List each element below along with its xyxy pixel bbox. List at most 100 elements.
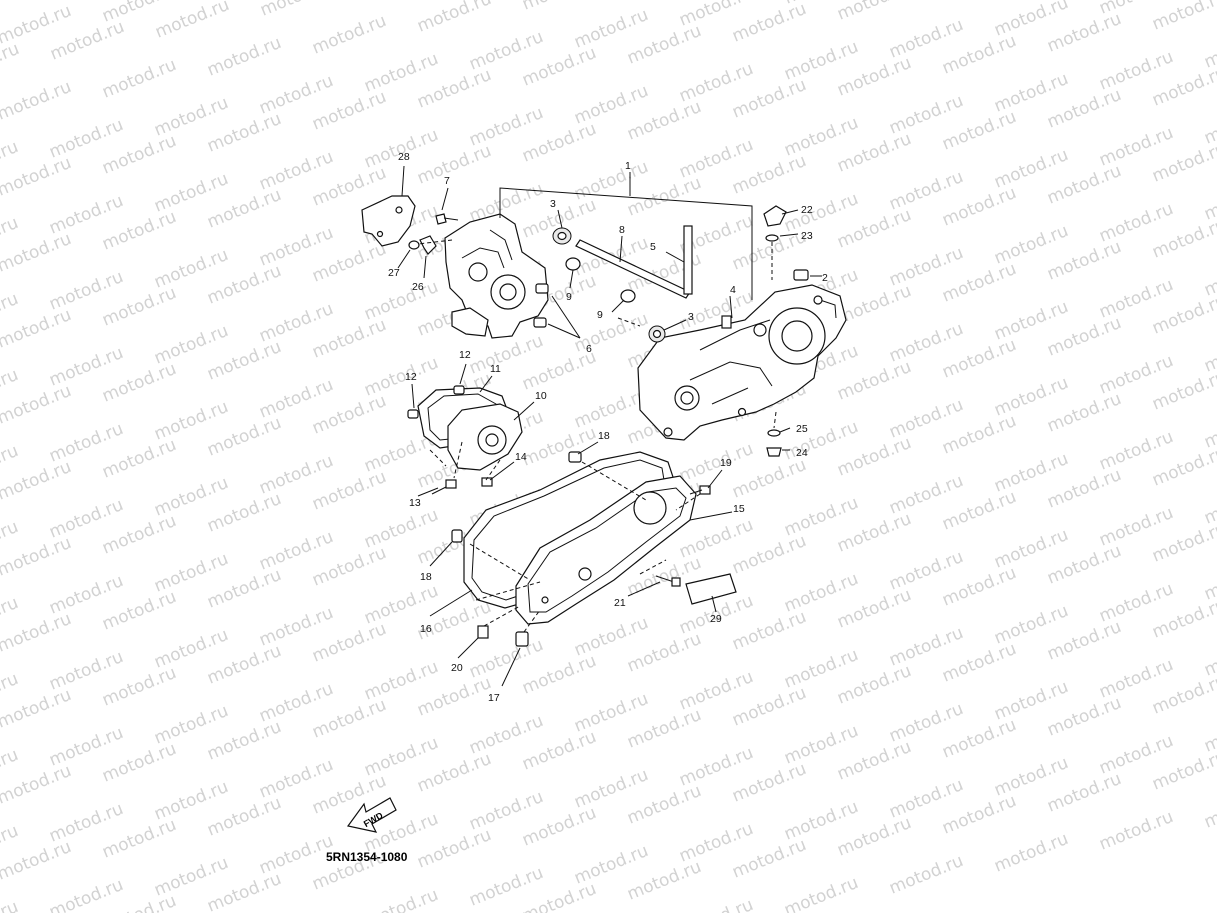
watermark-text: motod.ru (257, 0, 337, 21)
plug-4 (721, 315, 732, 329)
callout-6: 6 (586, 343, 592, 355)
dowel-17 (515, 631, 529, 647)
label-29 (685, 573, 737, 605)
watermark-text: motod.ru (0, 457, 74, 505)
callout-2: 2 (822, 272, 828, 284)
watermark-text: motod.ru (0, 39, 22, 87)
callout-25: 25 (796, 423, 808, 435)
callout-13: 13 (409, 497, 421, 509)
crankcase-left-half (444, 213, 549, 339)
watermark-text: motod.ru (204, 33, 284, 81)
watermark-text: motod.ru (0, 533, 74, 581)
callout-14: 14 (515, 451, 527, 463)
seal-9-upper (565, 257, 581, 271)
dowel-18-upper (568, 451, 582, 463)
watermark-text: motod.ru (991, 829, 1071, 877)
watermark-text: motod.ru (0, 77, 74, 125)
watermark-text: motod.ru (0, 609, 74, 657)
callout-20: 20 (451, 662, 463, 674)
fitting-22 (763, 205, 787, 227)
watermark-text: motod.ru (676, 895, 756, 913)
watermark-text: motod.ru (781, 873, 861, 913)
watermark-text: motod.ru (1149, 0, 1217, 35)
callout-29: 29 (710, 613, 722, 625)
crankcase-right-half (637, 284, 847, 441)
watermark-text: motod.ru (1096, 807, 1176, 855)
bolt-7 (435, 213, 459, 225)
watermark-text: motod.ru (0, 153, 74, 201)
watermark-text: motod.ru (939, 0, 1019, 3)
plate-28 (361, 195, 416, 247)
callout-9-upper: 9 (566, 291, 572, 303)
bolt-21 (655, 575, 681, 587)
watermark-text: motod.ru (0, 305, 74, 353)
callout-3-upper: 3 (550, 198, 556, 210)
callout-7: 7 (444, 175, 450, 187)
watermark-text: motod.ru (361, 885, 441, 913)
cover-10 (447, 403, 523, 471)
bearing-3-upper (552, 227, 572, 245)
callout-26: 26 (412, 281, 424, 293)
watermark-text: motod.ru (0, 685, 74, 733)
callout-12-left: 12 (405, 371, 417, 383)
watermark-text: motod.ru (309, 11, 389, 59)
dowel-6 (533, 283, 549, 328)
watermark-text: motod.ru (0, 229, 74, 277)
callout-22: 22 (801, 204, 813, 216)
callout-1: 1 (625, 160, 631, 172)
o-ring-23 (765, 234, 779, 242)
watermark-text: motod.ru (46, 875, 126, 913)
bearing-3-lower (648, 325, 666, 343)
callout-4: 4 (730, 284, 736, 296)
callout-19: 19 (720, 457, 732, 469)
bolt-13 (431, 479, 457, 495)
watermark-text: motod.ru (519, 0, 599, 15)
callout-5: 5 (650, 241, 656, 253)
watermark-text: motod.ru (414, 0, 494, 37)
seal-9-lower (620, 289, 636, 303)
watermark-text: motod.ru (1201, 785, 1217, 833)
callout-8: 8 (619, 224, 625, 236)
bolt-20 (477, 625, 489, 639)
callout-21: 21 (614, 597, 626, 609)
callout-27: 27 (388, 267, 400, 279)
alignment-lines (417, 239, 777, 633)
watermark-text: motod.ru (0, 897, 21, 913)
watermark-text: motod.ru (886, 851, 966, 899)
drain-bolt-24 (766, 447, 782, 457)
clip-26 (419, 235, 437, 255)
crankcase-cover-15 (515, 475, 697, 625)
callout-18-upper: 18 (598, 430, 610, 442)
callout-labels: 1 2 3 3 4 5 6 7 8 9 9 10 11 12 12 13 14 … (388, 151, 828, 704)
dowel-2 (793, 269, 809, 281)
callout-15: 15 (733, 503, 745, 515)
callout-11: 11 (490, 363, 501, 375)
bolt-27 (408, 240, 420, 250)
dowel-18-left (451, 529, 463, 543)
watermark-text: motod.ru (0, 381, 74, 429)
callout-16: 16 (420, 623, 432, 635)
leader-lines (397, 165, 822, 687)
dowel-12-upper (453, 385, 465, 395)
callout-12-upper: 12 (459, 349, 471, 361)
callout-10: 10 (535, 390, 547, 402)
diagram-code: 5RN1354-1080 (326, 850, 408, 864)
callout-23: 23 (801, 230, 813, 242)
callout-24: 24 (796, 447, 808, 459)
watermark-text: motod.ru (834, 0, 914, 25)
callout-28: 28 (398, 151, 410, 163)
callout-17: 17 (488, 692, 500, 704)
callout-9-lower: 9 (597, 309, 603, 321)
callout-18-left: 18 (420, 571, 432, 583)
watermark-text: motod.ru (99, 55, 179, 103)
dowel-12-left (407, 409, 419, 419)
watermark-text: motod.ru (0, 837, 74, 885)
watermark-text: motod.ru (0, 761, 74, 809)
washer-25 (767, 429, 781, 437)
pin-5 (683, 225, 693, 295)
callout-3-lower: 3 (688, 311, 694, 323)
bolt-19 (689, 485, 711, 495)
watermark-text: motod.ru (152, 0, 232, 43)
